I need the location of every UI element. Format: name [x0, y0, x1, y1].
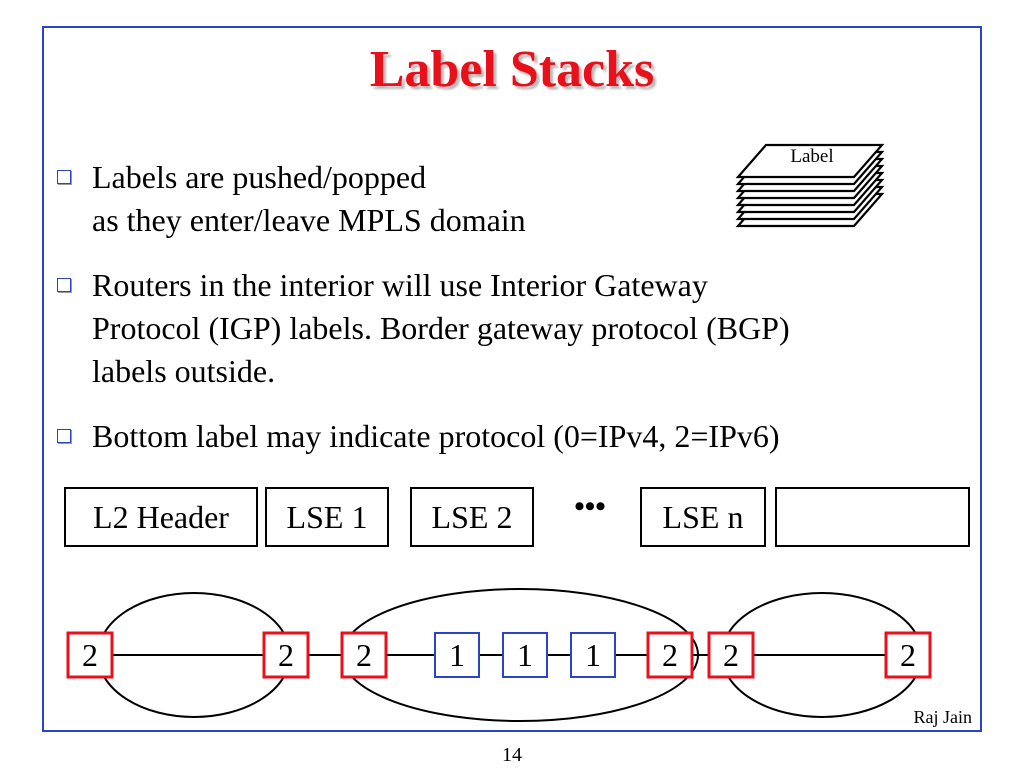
- router-node: 2: [66, 631, 114, 679]
- router-label: 1: [517, 637, 533, 673]
- router-node: 1: [570, 632, 616, 678]
- label-stack-caption: Label: [790, 146, 834, 167]
- bullet-line: as they enter/leave MPLS domain: [92, 202, 526, 238]
- square-bullet-icon: [57, 170, 71, 184]
- slide-frame: [42, 26, 982, 732]
- bullet-line: Protocol (IGP) labels. Border gateway pr…: [92, 310, 790, 346]
- router-label: 2: [900, 637, 916, 673]
- packet-field-payload: [775, 487, 970, 547]
- bullet-line: Routers in the interior will use Interio…: [92, 267, 708, 303]
- square-bullet-icon: [57, 429, 71, 443]
- router-label: 1: [585, 637, 601, 673]
- router-node: 1: [502, 632, 548, 678]
- page-number: 14: [502, 744, 522, 766]
- router-label: 1: [449, 637, 465, 673]
- packet-field-lse-n: LSE n: [640, 487, 766, 547]
- packet-field-l2-header: L2 Header: [64, 487, 258, 547]
- bullet-line: Bottom label may indicate protocol (0=IP…: [92, 418, 780, 454]
- router-label: 2: [278, 637, 294, 673]
- router-label: 2: [723, 637, 739, 673]
- author-credit: Raj Jain: [913, 707, 973, 727]
- router-label: 2: [356, 637, 372, 673]
- router-node: 2: [646, 631, 694, 679]
- slide-title: Label Stacks: [369, 41, 655, 98]
- bullet-line: Labels are pushed/popped: [92, 159, 427, 195]
- router-node: 1: [434, 632, 480, 678]
- router-label: 2: [82, 637, 98, 673]
- router-node: 2: [884, 631, 932, 679]
- packet-field-lse-2: LSE 2: [410, 487, 534, 547]
- router-label: 2: [662, 637, 678, 673]
- packet-ellipsis: •••: [574, 490, 606, 523]
- bullet-line: labels outside.: [92, 353, 276, 389]
- packet-field-lse-1: LSE 1: [265, 487, 389, 547]
- router-node: 2: [707, 631, 755, 679]
- router-node: 2: [262, 631, 310, 679]
- router-node: 2: [340, 631, 388, 679]
- square-bullet-icon: [57, 278, 71, 292]
